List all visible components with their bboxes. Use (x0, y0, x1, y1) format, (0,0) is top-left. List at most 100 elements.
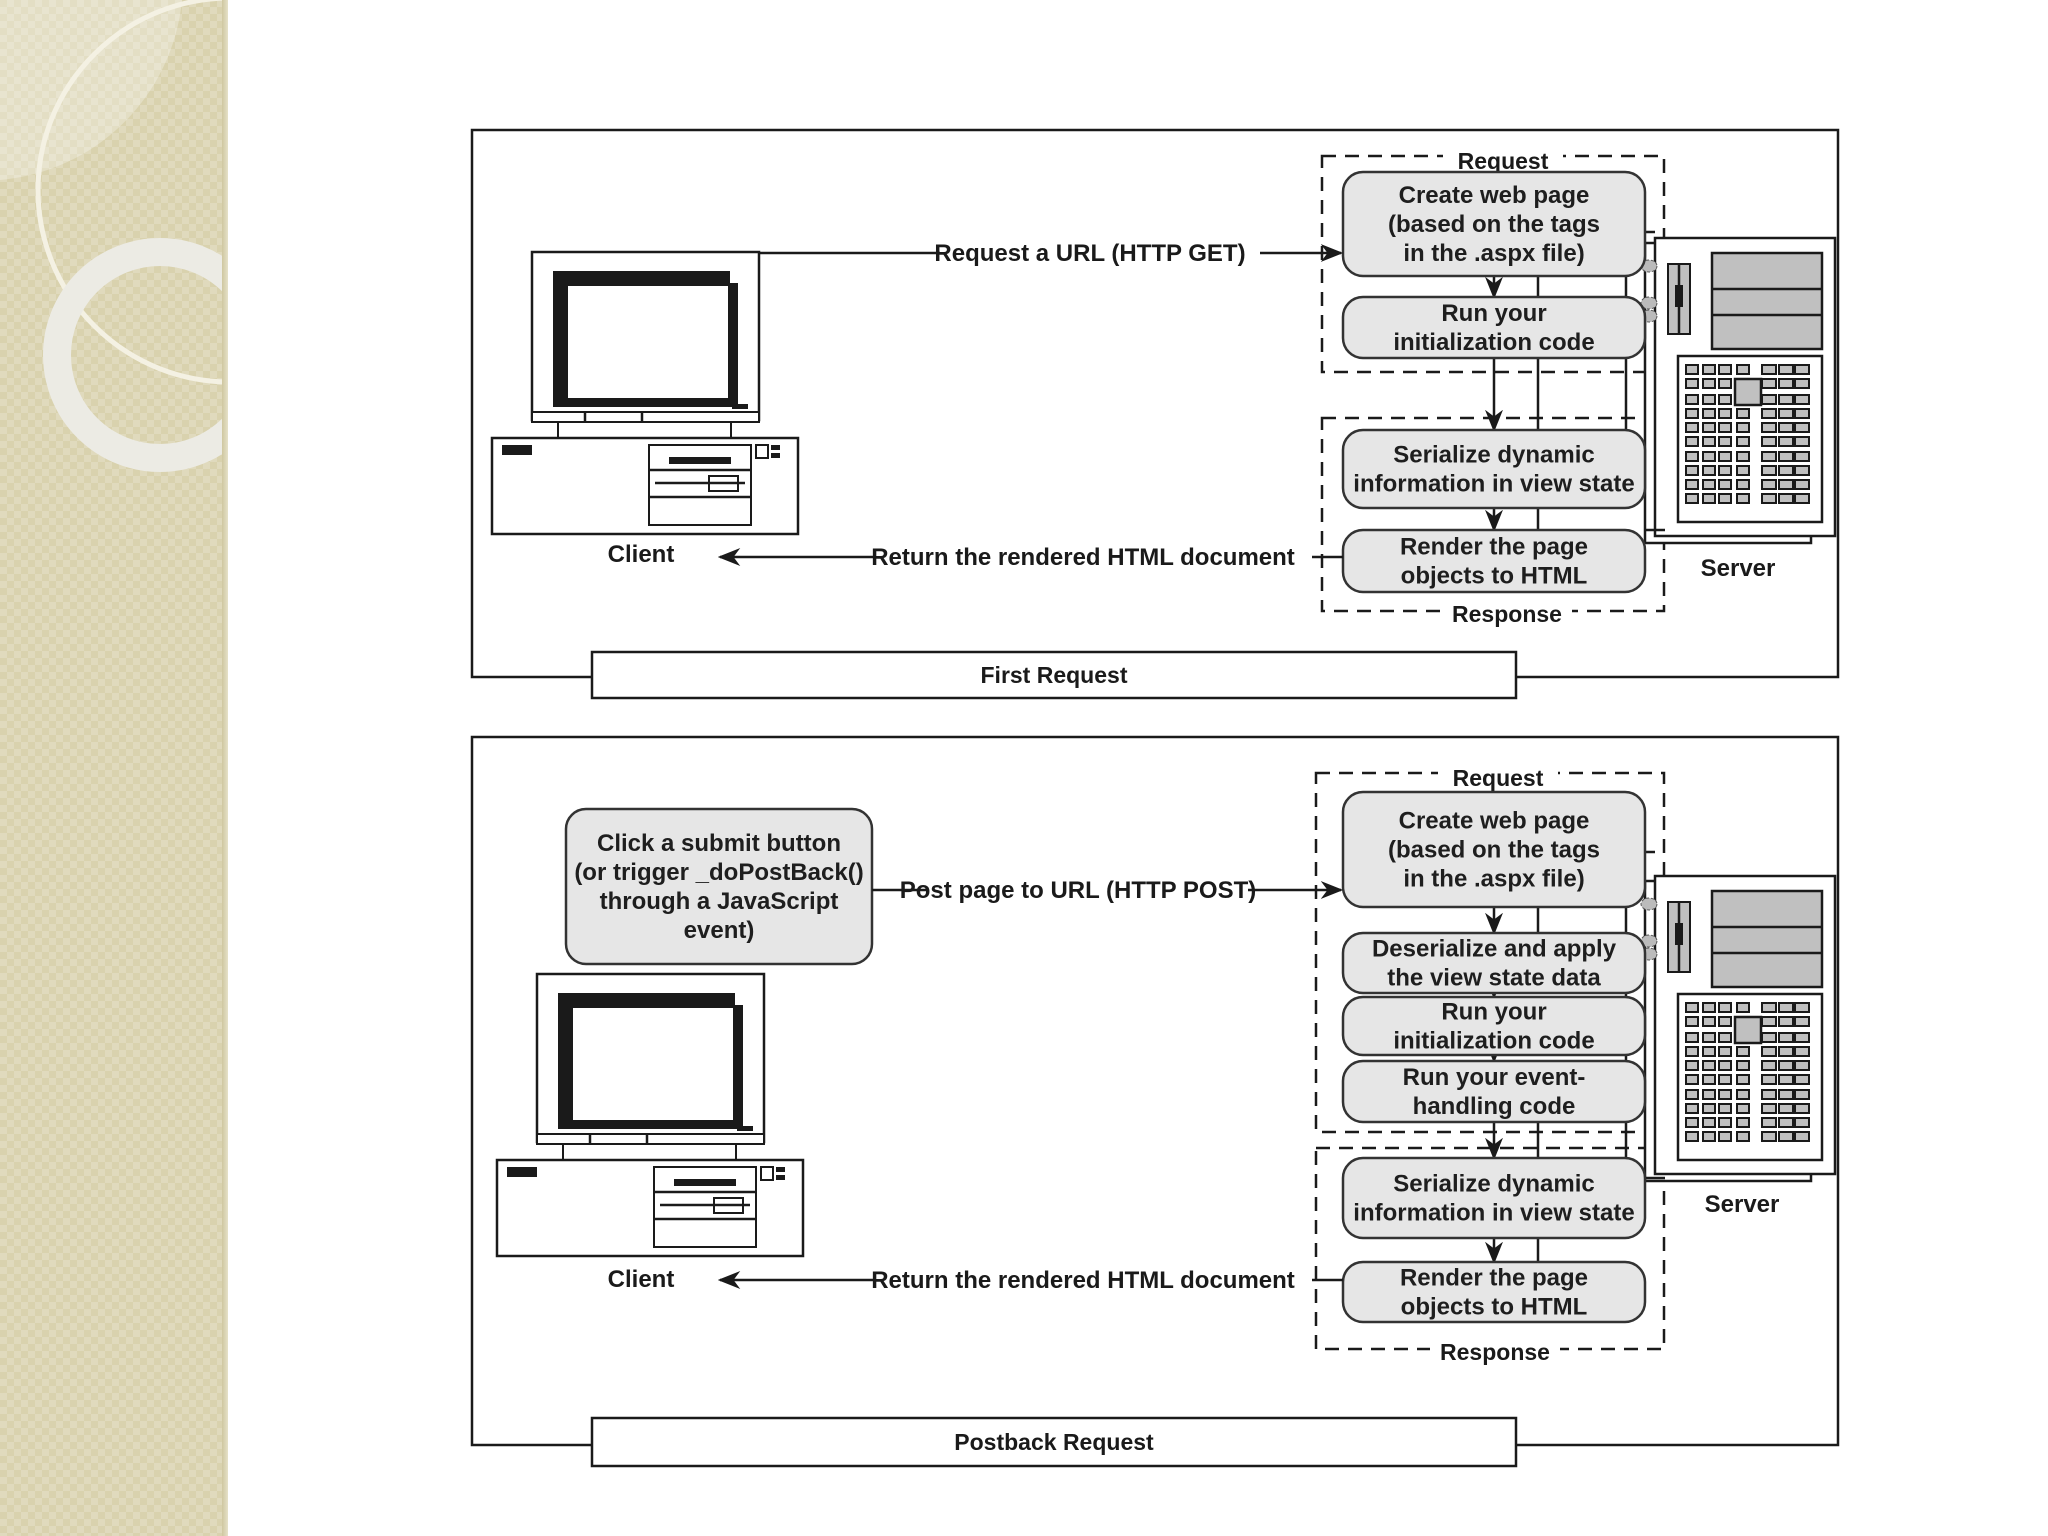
keypad-key (1761, 1046, 1777, 1057)
keypad-key (1761, 1074, 1777, 1085)
keypad-key (1718, 422, 1732, 433)
keypad-key (1736, 436, 1750, 447)
keypad-key (1778, 451, 1794, 462)
keypad-key (1685, 364, 1699, 375)
request-group-label: Request (1453, 765, 1544, 791)
process-label-line: handling code (1413, 1093, 1576, 1120)
monitor-screen (573, 1008, 733, 1120)
keypad-key (1794, 451, 1810, 462)
keypad-key (1702, 1046, 1716, 1057)
process-box (1341, 428, 1647, 510)
keypad-key (1685, 378, 1699, 389)
power-button (755, 444, 769, 459)
keypad-key (1685, 1117, 1699, 1128)
keypad-key (1685, 394, 1699, 405)
process-label-line: Create web page (1399, 808, 1590, 835)
drive-cage (1710, 889, 1824, 989)
keypad-key (1702, 1060, 1716, 1071)
keypad-key (1736, 1074, 1750, 1085)
process-label-line: Render the page (1400, 1265, 1588, 1292)
keypad-key (1718, 479, 1732, 490)
client-label: Client (608, 541, 675, 568)
keypad-key (1702, 1131, 1716, 1142)
server-icon (1640, 236, 1837, 545)
monitor-stand (562, 1143, 737, 1161)
response-arrow-label: Return the rendered HTML document (871, 544, 1295, 571)
monitor-foot (531, 411, 760, 423)
keypad-key (1718, 408, 1732, 419)
keypad-key (1685, 436, 1699, 447)
bezel-notch (735, 993, 745, 1005)
keypad-key (1718, 364, 1732, 375)
system-unit (495, 1158, 805, 1258)
keypad-key (1702, 451, 1716, 462)
indicator (776, 1175, 785, 1180)
monitor-foot (536, 1133, 765, 1145)
system-unit (490, 436, 800, 536)
sidebar-edge (222, 0, 228, 1536)
keypad-key (1718, 1046, 1732, 1057)
process-label-line: initialization code (1393, 329, 1594, 356)
keypad-key (1794, 479, 1810, 490)
keypad-key (1685, 1089, 1699, 1100)
keypad-key (1778, 378, 1794, 389)
keypad-key (1794, 1060, 1810, 1071)
keypad-key (1718, 1117, 1732, 1128)
badge (502, 445, 532, 455)
keypad-key (1702, 1032, 1716, 1043)
keypad-key (1778, 422, 1794, 433)
label-gap (1443, 150, 1563, 162)
keypad-key (1761, 1131, 1777, 1142)
keypad-key (1718, 1103, 1732, 1114)
keypad-key (1685, 1060, 1699, 1071)
keypad-key (1685, 451, 1699, 462)
keypad-key (1794, 394, 1810, 405)
process-box (1341, 1260, 1647, 1324)
keypad-key (1718, 1060, 1732, 1071)
keypad-key (1702, 394, 1716, 405)
keypad-key (1718, 436, 1732, 447)
keypad-key (1794, 422, 1810, 433)
request-arrow-label: Request a URL (HTTP GET) (934, 240, 1245, 267)
keypad-key (1794, 465, 1810, 476)
label-gap (1430, 1343, 1560, 1355)
keypad-key (1778, 1032, 1794, 1043)
keypad-key (1778, 1131, 1794, 1142)
keypad-key (1736, 1117, 1750, 1128)
keypad-key (1794, 493, 1810, 504)
caption-box (590, 650, 1518, 700)
keypad-key (1794, 1002, 1810, 1013)
keypad-key (1761, 436, 1777, 447)
keypad-key (1761, 378, 1777, 389)
drive-button (708, 475, 739, 492)
keypad-key (1761, 1103, 1777, 1114)
request-group-label: Request (1458, 148, 1549, 174)
label-gap (1442, 605, 1572, 617)
keypad-key (1794, 1046, 1810, 1057)
keypad-key (1685, 1074, 1699, 1085)
process-box (1341, 931, 1647, 995)
process-box (1341, 1059, 1647, 1124)
caption-label: First Request (981, 662, 1128, 688)
keypad-key (1778, 493, 1794, 504)
keypad-key (1778, 1117, 1794, 1128)
keypad-key (1778, 1089, 1794, 1100)
client-action-box: Click a submit button(or trigger _doPost… (564, 807, 874, 966)
drive-cage (1710, 251, 1824, 351)
client-computer-icon (490, 250, 800, 536)
keypad-key (1778, 465, 1794, 476)
process-label-line: in the .aspx file) (1403, 866, 1584, 893)
keypad-key (1702, 1016, 1716, 1027)
power-led (732, 404, 748, 409)
request-step-box: Run your event-handling code (1341, 1059, 1647, 1124)
keypad-key (1702, 1103, 1716, 1114)
process-label-line: Run your (1441, 300, 1546, 327)
process-box (1341, 528, 1647, 594)
process-label-line: the view state data (1387, 965, 1601, 992)
process-label-line: information in view state (1353, 471, 1634, 498)
process-label-line: Run your (1441, 999, 1546, 1026)
